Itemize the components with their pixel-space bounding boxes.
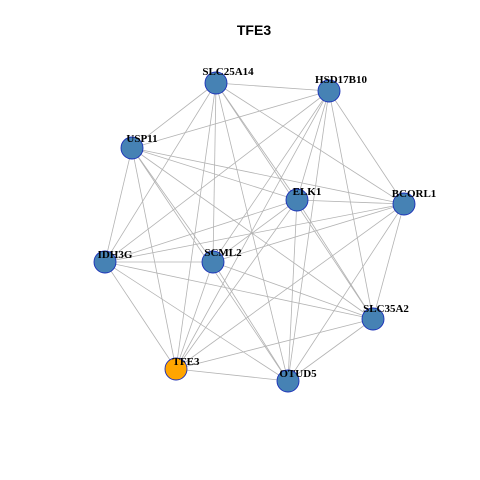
edge-bcorl1-otud5	[287, 203, 405, 382]
node-scml2	[201, 250, 225, 274]
node-bcorl1	[392, 192, 416, 216]
edge-idh3g-otud5	[104, 261, 289, 382]
node-idh3g	[93, 250, 117, 274]
edge-slc25a14-elk1	[215, 82, 298, 201]
node-label-hsd17b10: HSD17B10	[315, 74, 367, 86]
edge-slc25a14-otud5	[215, 82, 289, 382]
node-label-usp11: USP11	[126, 133, 157, 145]
edge-slc25a14-bcorl1	[215, 82, 405, 205]
node-usp11	[120, 136, 144, 160]
node-label-scml2: SCML2	[204, 247, 242, 259]
edge-elk1-slc35a2	[296, 199, 374, 320]
edge-idh3g-slc35a2	[104, 261, 374, 320]
node-elk1	[285, 188, 309, 212]
node-label-elk1: ELK1	[293, 186, 322, 198]
edge-slc35a2-tfe3	[175, 318, 374, 370]
edge-idh3g-tfe3	[104, 261, 177, 370]
edge-slc25a14-usp11	[131, 82, 217, 149]
edge-usp11-elk1	[131, 147, 298, 201]
node-label-bcorl1: BCORL1	[392, 188, 437, 200]
edge-hsd17b10-idh3g	[104, 90, 330, 263]
node-slc35a2	[361, 307, 385, 331]
edge-scml2-slc35a2	[212, 261, 374, 320]
edge-elk1-idh3g	[104, 199, 298, 263]
edge-usp11-scml2	[131, 147, 214, 263]
edge-bcorl1-idh3g	[104, 203, 405, 263]
edge-hsd17b10-otud5	[287, 90, 330, 382]
edge-slc25a14-idh3g	[104, 82, 217, 263]
edge-usp11-tfe3	[131, 147, 177, 370]
edge-tfe3-otud5	[175, 368, 289, 382]
node-tfe3	[164, 357, 188, 381]
edge-slc25a14-scml2	[212, 82, 217, 263]
node-label-slc25a14: SLC25A14	[202, 66, 254, 78]
edge-scml2-otud5	[212, 261, 289, 382]
node-hsd17b10	[317, 79, 341, 103]
edge-elk1-scml2	[212, 199, 298, 263]
edge-layer	[104, 82, 405, 382]
node-layer	[93, 71, 416, 393]
edge-bcorl1-scml2	[212, 203, 405, 263]
edge-hsd17b10-bcorl1	[328, 90, 405, 205]
node-label-otud5: OTUD5	[279, 368, 317, 380]
edge-hsd17b10-elk1	[296, 90, 330, 201]
node-label-tfe3: TFE3	[173, 356, 200, 368]
edge-bcorl1-slc35a2	[372, 203, 405, 320]
node-label-idh3g: IDH3G	[98, 249, 133, 261]
edge-hsd17b10-slc35a2	[328, 90, 374, 320]
edge-usp11-idh3g	[104, 147, 133, 263]
edge-scml2-tfe3	[175, 261, 214, 370]
edge-slc25a14-tfe3	[175, 82, 217, 370]
edge-bcorl1-tfe3	[175, 203, 405, 370]
edge-hsd17b10-tfe3	[175, 90, 330, 370]
edge-elk1-tfe3	[175, 199, 298, 370]
edge-slc35a2-otud5	[287, 318, 374, 382]
edge-elk1-bcorl1	[296, 199, 405, 205]
edge-hsd17b10-usp11	[131, 90, 330, 149]
edge-usp11-bcorl1	[131, 147, 405, 205]
node-otud5	[276, 369, 300, 393]
edge-slc25a14-hsd17b10	[215, 82, 330, 92]
graph-title: TFE3	[237, 22, 271, 38]
node-slc25a14	[204, 71, 228, 95]
node-label-slc35a2: SLC35A2	[363, 303, 409, 315]
